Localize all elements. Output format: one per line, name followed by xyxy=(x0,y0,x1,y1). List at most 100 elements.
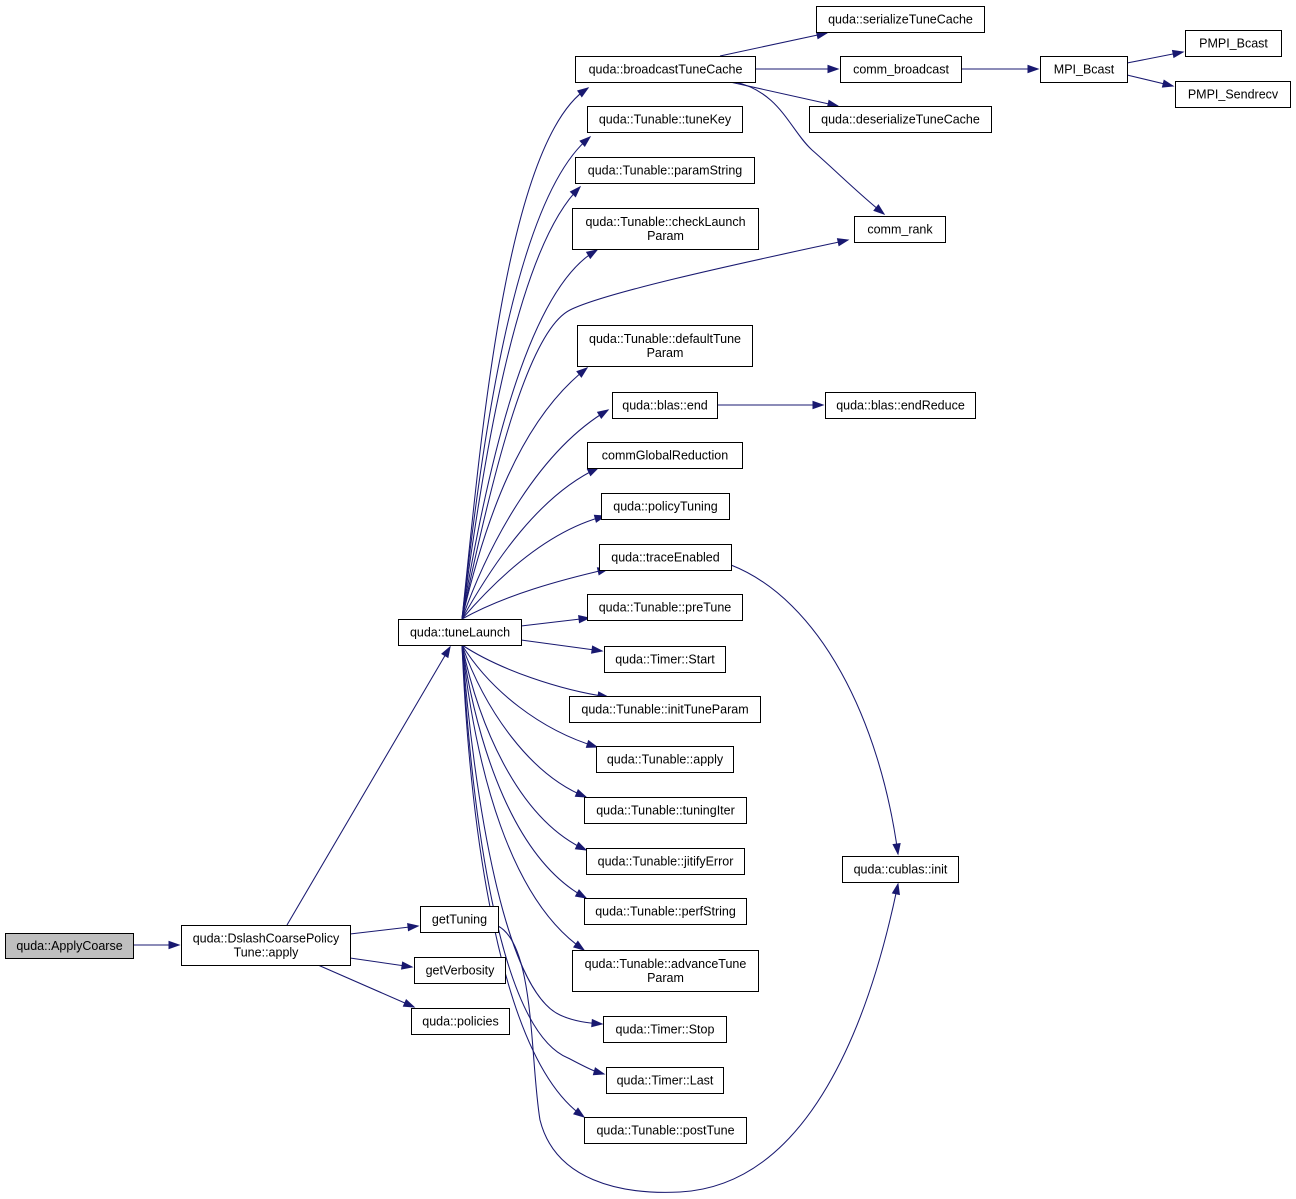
edge-tunelaunch-to-blasend xyxy=(461,409,609,620)
node-box-posttune[interactable] xyxy=(584,1117,747,1144)
arrowhead-broadcasttunecache-to-commrank xyxy=(873,204,886,215)
node-box-mpibcast[interactable] xyxy=(1040,56,1128,83)
edge-tunelaunch-to-commglobalreduction xyxy=(461,467,599,620)
node-box-inittuneparam[interactable] xyxy=(569,696,761,723)
node-paramstring[interactable]: quda::Tunable::paramString xyxy=(575,157,755,184)
node-box-dslashapply[interactable] xyxy=(181,925,351,966)
node-box-timerstop[interactable] xyxy=(603,1016,727,1043)
node-box-paramstring[interactable] xyxy=(575,157,755,184)
node-deserializetunecache[interactable]: quda::deserializeTuneCache xyxy=(809,106,992,133)
node-tunelaunch[interactable]: quda::tuneLaunch xyxy=(398,619,522,646)
node-box-policies[interactable] xyxy=(411,1008,510,1035)
edge-tunelaunch-to-tunekey xyxy=(461,136,591,620)
node-box-perfstring[interactable] xyxy=(584,898,747,925)
node-box-cublasinit[interactable] xyxy=(842,856,959,883)
node-timerstart[interactable]: quda::Timer::Start xyxy=(604,646,726,673)
node-blasend[interactable]: quda::blas::end xyxy=(612,392,718,419)
node-jitifyerror[interactable]: quda::Tunable::jitifyError xyxy=(586,848,745,875)
node-pmpisendrecv[interactable]: PMPI_Sendrecv xyxy=(1175,81,1291,108)
node-cublasinit[interactable]: quda::cublas::init xyxy=(842,856,959,883)
node-box-timerlast[interactable] xyxy=(606,1067,724,1094)
node-policies[interactable]: quda::policies xyxy=(411,1008,510,1035)
node-box-blasendreduce[interactable] xyxy=(825,392,976,419)
node-box-deserializetunecache[interactable] xyxy=(809,106,992,133)
node-getverbosity[interactable]: getVerbosity xyxy=(414,957,506,984)
node-commbroadcast[interactable]: comm_broadcast xyxy=(840,56,962,83)
node-perfstring[interactable]: quda::Tunable::perfString xyxy=(584,898,747,925)
node-box-broadcasttunecache[interactable] xyxy=(575,56,756,83)
arrowhead-broadcasttunecache-to-commbroadcast xyxy=(827,64,840,74)
node-mpibcast[interactable]: MPI_Bcast xyxy=(1040,56,1128,83)
node-tunekey[interactable]: quda::Tunable::tuneKey xyxy=(587,106,743,133)
node-box-jitifyerror[interactable] xyxy=(586,848,745,875)
node-box-blasend[interactable] xyxy=(612,392,718,419)
edge-tunelaunch-to-jitifyerror xyxy=(461,644,587,851)
node-commrank[interactable]: comm_rank xyxy=(854,216,946,243)
node-box-pmpisendrecv[interactable] xyxy=(1175,81,1291,108)
arrowhead-tunelaunch-to-timerstop xyxy=(591,1018,604,1028)
node-inittuneparam[interactable]: quda::Tunable::initTuneParam xyxy=(569,696,761,723)
node-pmpibcast[interactable]: PMPI_Bcast xyxy=(1185,30,1282,57)
node-box-commrank[interactable] xyxy=(854,216,946,243)
node-label-advancetuneparam-line1: quda::Tunable::advanceTune xyxy=(585,957,747,971)
edge-dslashapply-to-tunelaunch xyxy=(286,646,451,926)
edge-dslashapply-to-policies xyxy=(317,964,415,1008)
node-box-advancetuneparam[interactable] xyxy=(572,950,759,992)
arrowhead-applycoarse-to-dslashapply xyxy=(168,940,181,950)
edge-tunelaunch-to-tuningiter xyxy=(461,644,587,798)
node-box-gettuning[interactable] xyxy=(420,906,499,933)
arrowhead-tunelaunch-to-commrank xyxy=(836,238,850,247)
node-box-tunelaunch[interactable] xyxy=(398,619,522,646)
node-tuningiter[interactable]: quda::Tunable::tuningIter xyxy=(584,797,747,824)
edge-tunelaunch-to-broadcasttunecache xyxy=(461,87,589,620)
edge-tunelaunch-to-policytuning xyxy=(461,515,606,620)
node-box-commbroadcast[interactable] xyxy=(840,56,962,83)
arrowhead-tunelaunch-to-tunableapply xyxy=(585,739,599,748)
node-label-pretune: quda::Tunable::preTune xyxy=(599,601,732,615)
node-posttune[interactable]: quda::Tunable::postTune xyxy=(584,1117,747,1144)
node-label-timerstop: quda::Timer::Stop xyxy=(616,1023,715,1037)
node-broadcasttunecache[interactable]: quda::broadcastTuneCache xyxy=(575,56,756,83)
node-box-pretune[interactable] xyxy=(587,594,743,621)
edge-tunelaunch-to-posttune xyxy=(461,644,585,1118)
node-box-applycoarse[interactable] xyxy=(5,933,134,959)
node-box-pmpibcast[interactable] xyxy=(1185,30,1282,57)
node-box-tuningiter[interactable] xyxy=(584,797,747,824)
node-box-getverbosity[interactable] xyxy=(414,957,506,984)
edge-tunelaunch-to-timerstart xyxy=(520,639,603,652)
node-label-tunekey: quda::Tunable::tuneKey xyxy=(599,113,732,127)
arrowhead-mpibcast-to-pmpibcast xyxy=(1171,49,1185,59)
node-serializetunecache[interactable]: quda::serializeTuneCache xyxy=(816,6,985,33)
edge-tunelaunch-to-checklaunchparam xyxy=(461,249,598,620)
node-blasendreduce[interactable]: quda::blas::endReduce xyxy=(825,392,976,419)
edge-tunelaunch-to-traceenabled xyxy=(461,568,609,620)
node-commglobalreduction[interactable]: commGlobalReduction xyxy=(587,442,743,469)
node-pretune[interactable]: quda::Tunable::preTune xyxy=(587,594,743,621)
arrowhead-tunelaunch-to-checklaunchparam xyxy=(585,249,599,260)
node-box-checklaunchparam[interactable] xyxy=(572,208,759,250)
node-timerlast[interactable]: quda::Timer::Last xyxy=(606,1067,724,1094)
node-policytuning[interactable]: quda::policyTuning xyxy=(601,493,730,520)
node-traceenabled[interactable]: quda::traceEnabled xyxy=(599,544,732,571)
node-box-defaulttuneparam[interactable] xyxy=(577,325,753,367)
node-box-tunableapply[interactable] xyxy=(596,746,734,773)
node-gettuning[interactable]: getTuning xyxy=(420,906,499,933)
node-box-commglobalreduction[interactable] xyxy=(587,442,743,469)
node-timerstop[interactable]: quda::Timer::Stop xyxy=(603,1016,727,1043)
node-applycoarse[interactable]: quda::ApplyCoarse xyxy=(5,933,134,959)
node-box-timerstart[interactable] xyxy=(604,646,726,673)
arrowhead-blasend-to-blasendreduce xyxy=(812,400,825,410)
node-box-policytuning[interactable] xyxy=(601,493,730,520)
node-box-traceenabled[interactable] xyxy=(599,544,732,571)
node-box-serializetunecache[interactable] xyxy=(816,6,985,33)
arrowhead-dslashapply-to-getverbosity xyxy=(401,961,414,970)
node-box-tunekey[interactable] xyxy=(587,106,743,133)
node-label-commrank: comm_rank xyxy=(867,223,933,237)
arrowhead-mpibcast-to-pmpisendrecv xyxy=(1161,79,1175,88)
node-tunableapply[interactable]: quda::Tunable::apply xyxy=(596,746,734,773)
